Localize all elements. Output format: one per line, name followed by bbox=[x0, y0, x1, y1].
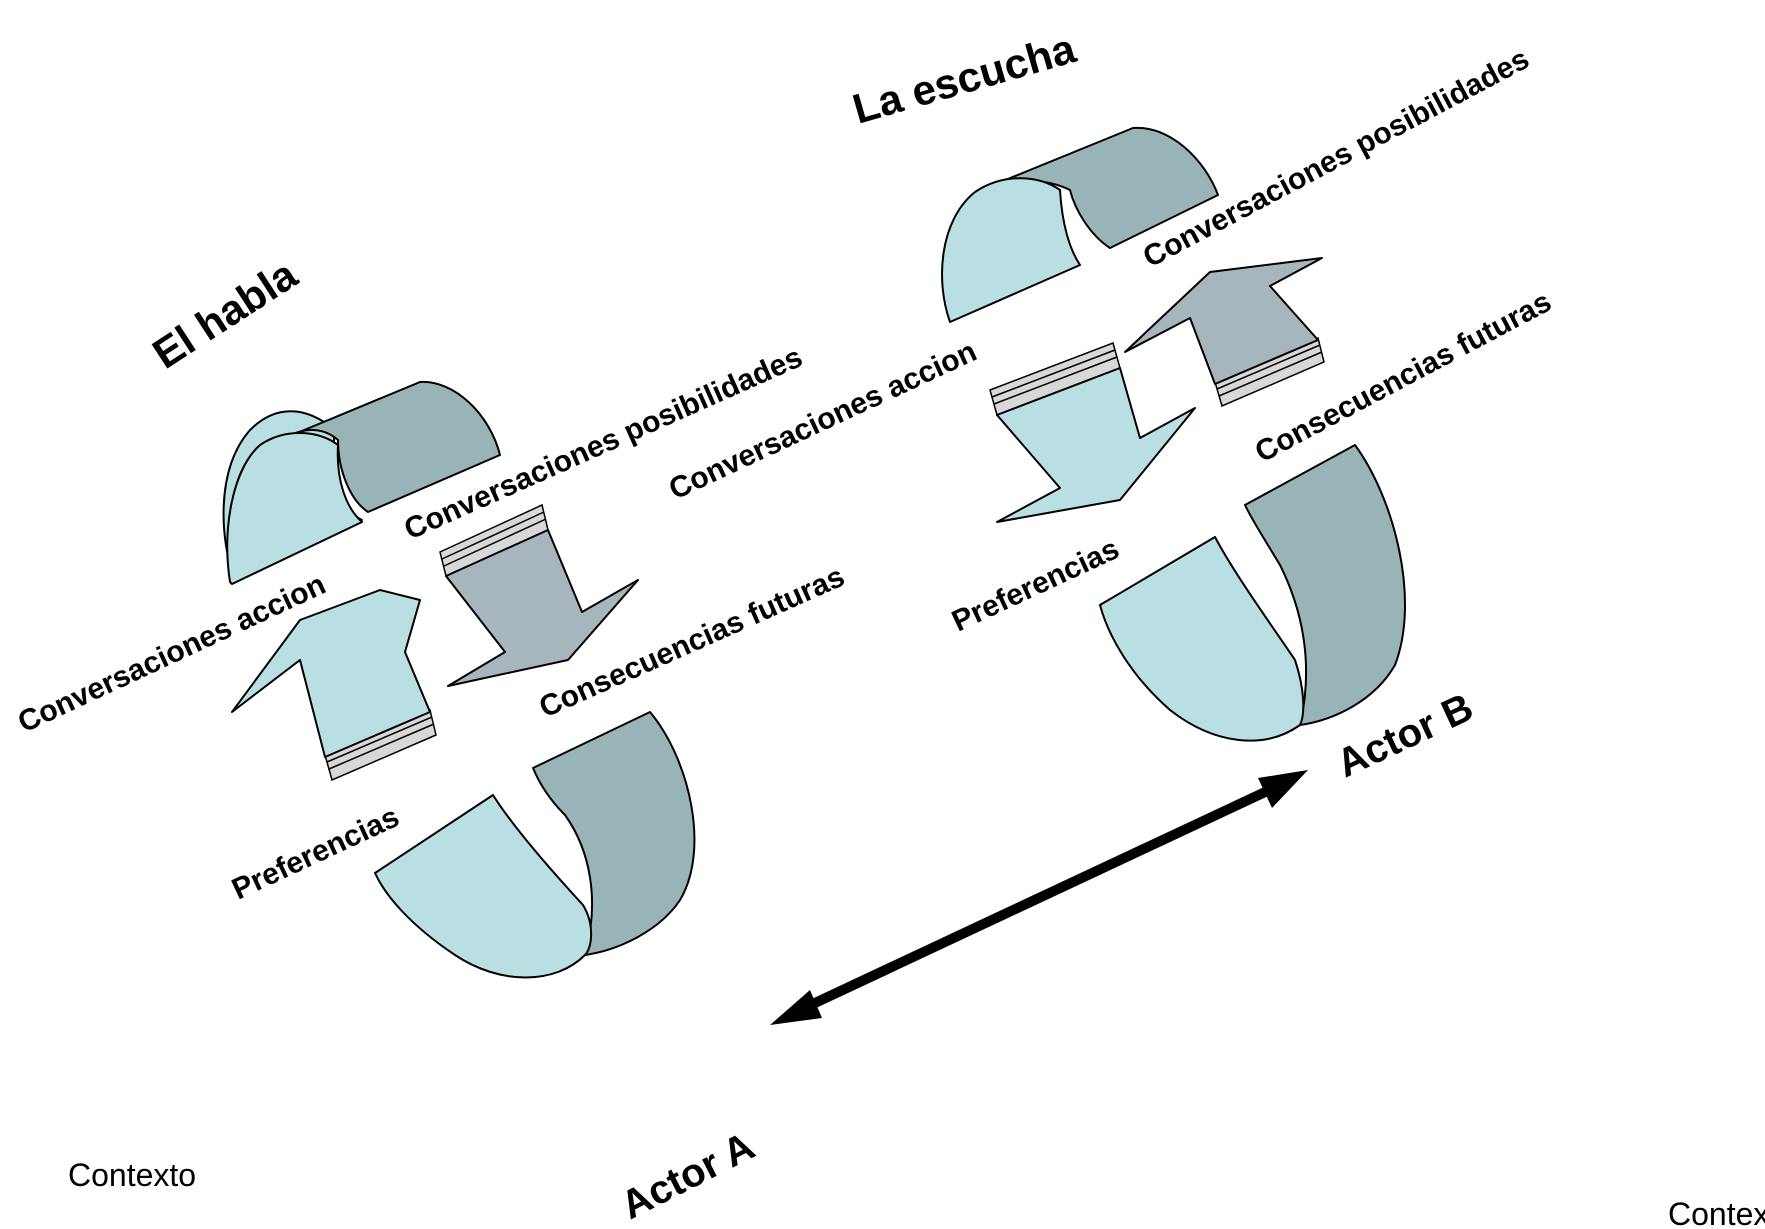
left-preferencias-label: Preferencias bbox=[227, 800, 404, 906]
right-conversaciones-posibilidades-label: Conversaciones posibilidades bbox=[1138, 42, 1535, 274]
left-top-ribbon bbox=[222, 380, 501, 585]
right-down-arrow bbox=[989, 342, 1196, 523]
right-cycle-title: La escucha bbox=[848, 24, 1081, 132]
right-up-arrow bbox=[1124, 257, 1325, 408]
left-cycle-title: El habla bbox=[144, 250, 305, 377]
right-top-ribbon bbox=[941, 126, 1219, 323]
right-consecuencias-futuras-label: Consecuencias futuras bbox=[1250, 285, 1557, 469]
right-top-ribbon-front bbox=[941, 177, 1081, 323]
right-up-arrow-body bbox=[1124, 257, 1323, 385]
actor-b-arrowhead bbox=[1258, 770, 1308, 808]
actor-connector-line bbox=[797, 780, 1283, 1015]
context-right-label: Contex bbox=[1668, 1196, 1765, 1229]
actor-connector bbox=[770, 770, 1308, 1025]
actor-a-label: Actor A bbox=[614, 1124, 761, 1228]
left-bottom-ribbon-front bbox=[374, 794, 593, 979]
left-top-ribbon-back bbox=[284, 380, 501, 513]
right-bottom-ribbon-back bbox=[1244, 444, 1406, 726]
left-bottom-ribbon bbox=[374, 711, 696, 979]
actor-a-arrowhead bbox=[770, 990, 822, 1025]
right-down-arrow-body bbox=[996, 367, 1196, 523]
left-bottom-ribbon-back bbox=[532, 711, 696, 956]
left-top-ribbon-left bbox=[226, 432, 363, 585]
context-left-label: Contexto bbox=[68, 1157, 196, 1193]
left-up-arrow-body bbox=[231, 589, 431, 758]
right-bottom-ribbon bbox=[1099, 444, 1406, 742]
right-cycle: La escucha Conversaciones accion Convers… bbox=[664, 24, 1557, 742]
right-bottom-ribbon-front bbox=[1099, 536, 1305, 742]
right-preferencias-label: Preferencias bbox=[947, 532, 1124, 638]
left-cycle: El habla Conversaciones accion Conversac… bbox=[13, 250, 849, 979]
right-conversaciones-accion-label: Conversaciones accion bbox=[664, 335, 982, 507]
left-down-arrow-body bbox=[445, 529, 639, 687]
left-up-arrow bbox=[231, 589, 437, 782]
left-down-arrow bbox=[439, 503, 639, 687]
